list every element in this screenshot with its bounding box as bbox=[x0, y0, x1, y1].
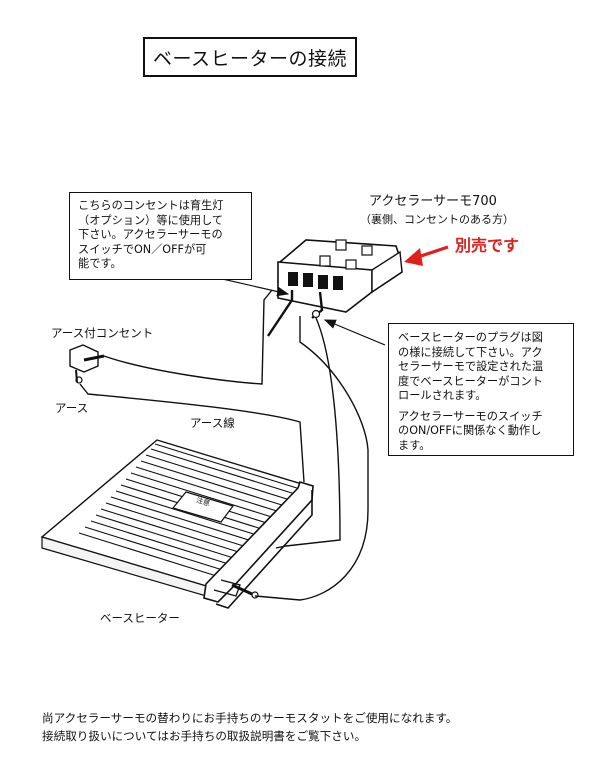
heater-note-text-1: ベースヒーターのプラグは図 の様に接続して下さい。アク セラーサーモで設定された… bbox=[398, 331, 544, 402]
earth-wire-label: アース線 bbox=[190, 416, 235, 430]
wall-outlet bbox=[69, 344, 105, 384]
base-heater-label: ベースヒーター bbox=[100, 611, 180, 625]
footer-line-1: 尚アクセラーサーモの替わりにお手持ちのサーモスタットをご使用になれます。 bbox=[42, 711, 458, 725]
device-name: アクセラーサーモ700 bbox=[369, 194, 497, 209]
footer-line-2: 接続取り扱いについてはお手持ちの取扱説明書をご覧下さい。 bbox=[42, 729, 367, 743]
device-subtitle: （裏側、コンセントのある方） bbox=[360, 213, 514, 226]
heater-connection-note: ベースヒーターのプラグは図 の様に接続して下さい。アク セラーサーモで設定された… bbox=[388, 323, 574, 456]
thermostat-device bbox=[267, 239, 403, 337]
grounded-outlet-label: アース付コンセント bbox=[51, 326, 154, 340]
page-title: ベースヒーターの接続 bbox=[143, 37, 357, 77]
base-heater-illustration bbox=[40, 439, 314, 609]
earth-label: アース bbox=[55, 401, 89, 415]
caution-plate bbox=[171, 491, 234, 523]
sold-separately-label: 別売です bbox=[455, 236, 520, 255]
outlet-usage-text: こちらのコンセントは育生灯 （オプション）等に使用して 下さい。アクセラーサーモ… bbox=[78, 199, 224, 270]
heater-note-text-2: アクセラーサーモのスイッチ のON/OFFに関係なく動作し ます。 bbox=[398, 409, 543, 452]
outlet-usage-note: こちらのコンセントは育生灯 （オプション）等に使用して 下さい。アクセラーサーモ… bbox=[69, 192, 252, 280]
wires bbox=[79, 289, 369, 601]
sold-separately-arrow bbox=[404, 245, 449, 266]
